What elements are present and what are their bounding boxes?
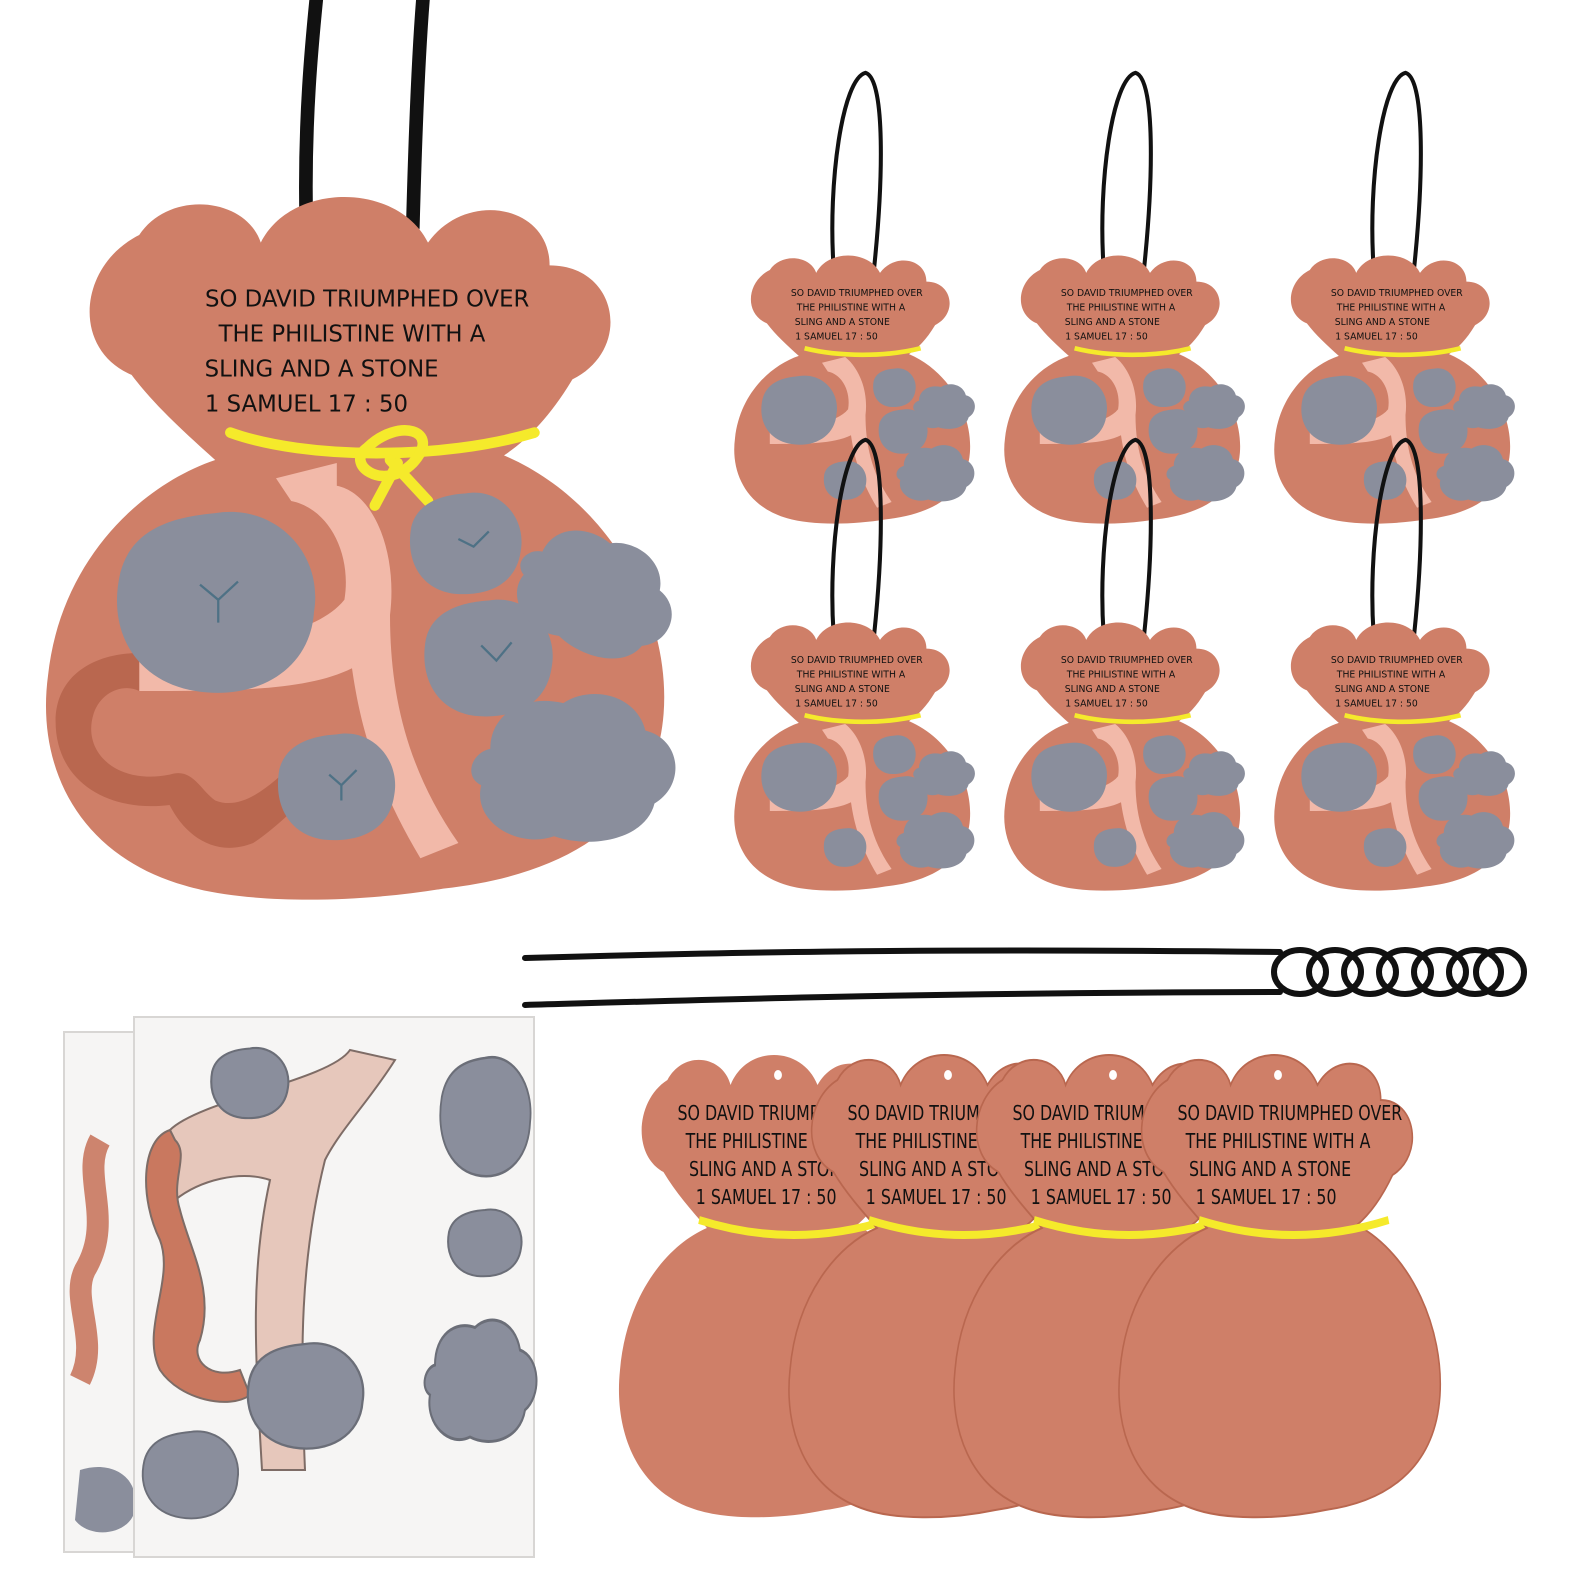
verse-line-3: SLING AND A STONE <box>1335 684 1430 695</box>
verse-line-2: THE PHILISTINE WITH A <box>1066 670 1176 681</box>
verse-line-3: SLING AND A STONE <box>689 1158 851 1181</box>
cord-1 <box>522 947 1283 961</box>
verse-line-2: THE PHILISTINE WITH A <box>1336 670 1446 681</box>
small-ornament: SO DAVID TRIUMPHED OVER THE PHILISTINE W… <box>734 437 975 891</box>
verse-line-4: 1 SAMUEL 17 : 50 <box>1196 1186 1337 1209</box>
verse-line-4: 1 SAMUEL 17 : 50 <box>1065 332 1148 343</box>
verse-line-3: SLING AND A STONE <box>1065 684 1160 695</box>
verse-line-2: THE PHILISTINE WITH A <box>1185 1130 1371 1153</box>
verse-line-1: SO DAVID TRIUMPHED OVER <box>791 288 923 299</box>
stone-5 <box>277 733 396 841</box>
sticker-sheets <box>63 1016 538 1558</box>
verse-line-4: 1 SAMUEL 17 : 50 <box>696 1186 837 1209</box>
verse-line-2: THE PHILISTINE WITH A <box>218 321 486 347</box>
yarn-tie <box>225 425 540 511</box>
verse-line-3: SLING AND A STONE <box>795 317 890 328</box>
blank-bag-cutouts: SO DAVID TRIUMPHED OVER THE PHILISTINE W… <box>618 1054 1442 1519</box>
small-ornament: SO DAVID TRIUMPHED OVER THE PHILISTINE W… <box>1004 437 1245 891</box>
verse-line-1: SO DAVID TRIUMPHED OVER <box>205 286 530 312</box>
verse-line-4: 1 SAMUEL 17 : 50 <box>866 1186 1007 1209</box>
loose-cords <box>522 947 1527 1008</box>
blank-bag: SO DAVID TRIUMPHED OVER THE PHILISTINE W… <box>1117 1054 1442 1519</box>
verse-line-4: 1 SAMUEL 17 : 50 <box>1335 332 1418 343</box>
hanging-cord <box>299 0 430 235</box>
cord-2 <box>522 989 1283 1008</box>
verse-line-4: 1 SAMUEL 17 : 50 <box>1335 699 1418 710</box>
verse-line-4: 1 SAMUEL 17 : 50 <box>1065 699 1148 710</box>
small-ornament: SO DAVID TRIUMPHED OVER THE PHILISTINE W… <box>1274 70 1515 524</box>
verse-line-2: THE PHILISTINE WITH A <box>796 670 906 681</box>
verse-line-3: SLING AND A STONE <box>205 356 439 382</box>
stone-sticker-icon <box>75 1466 136 1533</box>
verse-line-2: THE PHILISTINE WITH A <box>1066 303 1176 314</box>
verse-line-3: SLING AND A STONE <box>1024 1158 1186 1181</box>
verse-line-4: 1 SAMUEL 17 : 50 <box>205 391 408 417</box>
finished-ornament-large: SO DAVID TRIUMPHED OVER THE PHILISTINE W… <box>45 0 694 900</box>
verse-line-4: 1 SAMUEL 17 : 50 <box>795 332 878 343</box>
verse-line-3: SLING AND A STONE <box>795 684 890 695</box>
small-ornament: SO DAVID TRIUMPHED OVER THE PHILISTINE W… <box>1004 70 1245 524</box>
verse-line-1: SO DAVID TRIUMPHED OVER <box>1331 288 1463 299</box>
verse-line-3: SLING AND A STONE <box>1335 317 1430 328</box>
verse-line-1: SO DAVID TRIUMPHED OVER <box>1331 655 1463 666</box>
verse-line-4: 1 SAMUEL 17 : 50 <box>795 699 878 710</box>
verse-line-1: SO DAVID TRIUMPHED OVER <box>1177 1102 1402 1125</box>
sling-sticker-icon <box>145 1048 397 1471</box>
verse-line-2: THE PHILISTINE WITH A <box>796 303 906 314</box>
verse-block: SO DAVID TRIUMPHED OVER THE PHILISTINE W… <box>205 286 530 417</box>
cord-loops <box>1271 947 1527 997</box>
finished-ornaments-small: SO DAVID TRIUMPHED OVER THE PHILISTINE W… <box>734 70 1515 891</box>
verse-line-4: 1 SAMUEL 17 : 50 <box>1031 1186 1172 1209</box>
verse-line-3: SLING AND A STONE <box>859 1158 1021 1181</box>
sling-sticker-icon <box>69 1134 110 1385</box>
verse-line-1: SO DAVID TRIUMPHED OVER <box>1061 288 1193 299</box>
verse-line-1: SO DAVID TRIUMPHED OVER <box>791 655 923 666</box>
verse-line-3: SLING AND A STONE <box>1065 317 1160 328</box>
verse-line-1: SO DAVID TRIUMPHED OVER <box>1061 655 1193 666</box>
small-ornament: SO DAVID TRIUMPHED OVER THE PHILISTINE W… <box>1274 437 1515 891</box>
stone-1 <box>116 511 316 693</box>
small-ornament: SO DAVID TRIUMPHED OVER THE PHILISTINE W… <box>734 70 975 524</box>
verse-line-2: THE PHILISTINE WITH A <box>1336 303 1446 314</box>
verse-line-3: SLING AND A STONE <box>1189 1158 1351 1181</box>
